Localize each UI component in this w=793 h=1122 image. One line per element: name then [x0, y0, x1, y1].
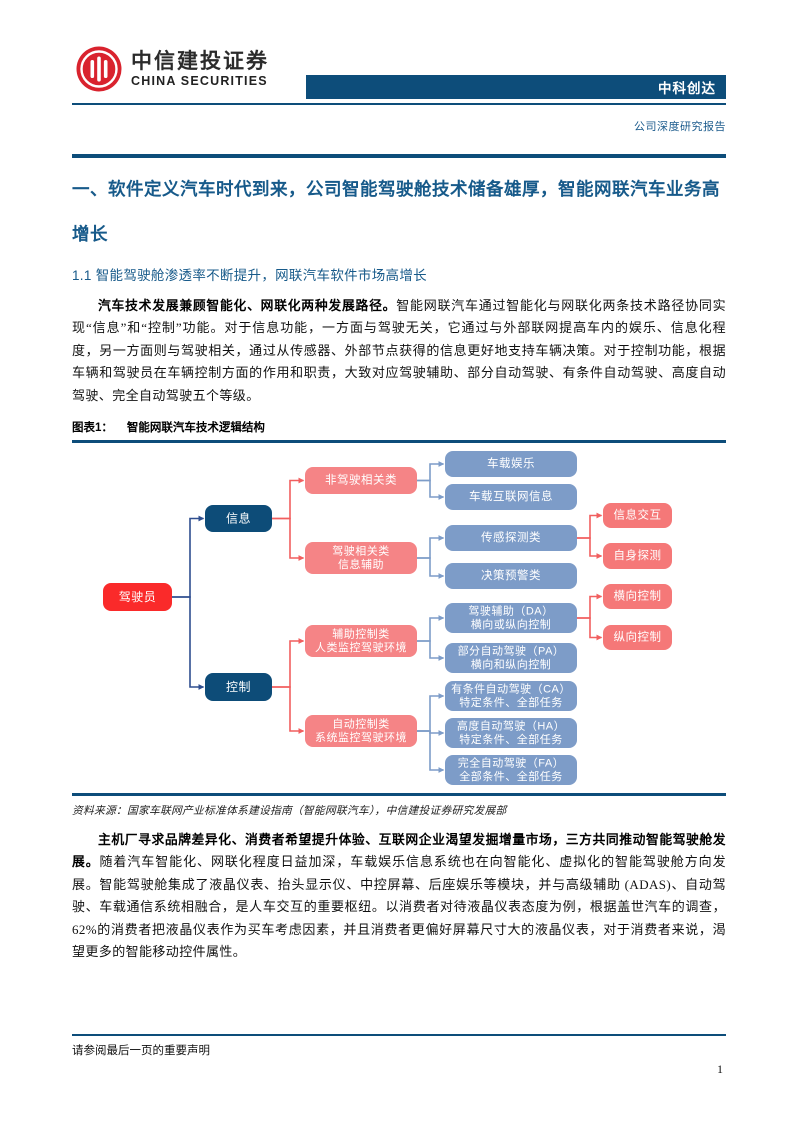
stock-name-bar: 中科创达: [306, 75, 726, 99]
svg-text:横向控制: 横向控制: [614, 589, 662, 603]
edge-driver-ctrl: [172, 596, 205, 691]
paragraph-1-lead: 汽车技术发展兼顾智能化、网联化两种发展路径。: [98, 298, 397, 313]
edge-ctrl-au: [272, 686, 305, 735]
footer-rule: [72, 1034, 726, 1036]
diagram-node-lon: 纵向控制: [603, 625, 672, 651]
figure-top-rule: [72, 440, 726, 444]
svg-text:全部条件、全部任务: 全部条件、全部任务: [459, 769, 563, 783]
svg-text:横向和纵向控制: 横向和纵向控制: [471, 657, 552, 671]
svg-text:有条件自动驾驶（CA）: 有条件自动驾驶（CA）: [451, 682, 571, 696]
svg-text:驾驶员: 驾驶员: [119, 589, 157, 604]
svg-text:非驾驶相关类: 非驾驶相关类: [325, 473, 397, 487]
diagram-node-ha: 高度自动驾驶（HA）特定条件、全部任务: [445, 718, 577, 749]
diagram-node-dec: 决策预警类: [445, 563, 577, 590]
svg-text:高度自动驾驶（HA）: 高度自动驾驶（HA）: [457, 719, 565, 733]
edge-au-ca: [417, 693, 445, 732]
paragraph-2-body: 随着汽车智能化、网联化程度日益加深，车载娱乐信息系统也在向智能化、虚拟化的智能驾…: [72, 854, 726, 960]
figure-caption-title: 智能网联汽车技术逻辑结构: [126, 422, 265, 435]
diagram-node-ent: 车载娱乐: [445, 451, 577, 478]
svg-text:特定条件、全部任务: 特定条件、全部任务: [459, 732, 563, 746]
report-type-label: 公司深度研究报告: [634, 121, 726, 133]
citic-logo-icon: [76, 46, 122, 92]
page-number: 1: [717, 1062, 723, 1076]
diagram-node-info: 信息: [205, 505, 272, 533]
svg-text:横向或纵向控制: 横向或纵向控制: [471, 617, 552, 631]
diagram-node-da: 驾驶辅助（DA）横向或纵向控制: [445, 603, 577, 634]
diagram-node-nd: 非驾驶相关类: [305, 467, 417, 495]
figure-caption-label: 图表1：: [72, 422, 113, 435]
diagram-node-ix: 信息交互: [603, 503, 672, 529]
diagram-node-sd: 自身探测: [603, 543, 672, 570]
svg-text:车载娱乐: 车载娱乐: [487, 456, 535, 470]
paragraph-2-lead: 主机厂寻求品牌差异化、消费者希望提升体验、互联网企业渴望发掘增量市场，三方共同推…: [72, 832, 726, 870]
diagram-node-fa: 完全自动驾驶（FA）全部条件、全部任务: [445, 755, 577, 786]
diagram-node-pa: 部分自动驾驶（PA）横向和纵向控制: [445, 643, 577, 674]
diagram-node-lat: 横向控制: [603, 584, 672, 610]
edge-nd-net: [417, 479, 445, 501]
svg-text:自动控制类: 自动控制类: [332, 717, 390, 731]
section-title: 一、软件定义汽车时代到来，公司智能驾驶舱技术储备雄厚，智能网联汽车业务高增长: [72, 179, 720, 244]
diagram-node-net: 车载互联网信息: [445, 484, 577, 511]
figure-diagram: 驾驶员信息控制非驾驶相关类驾驶相关类信息辅助辅助控制类人类监控驾驶环境自动控制类…: [103, 451, 672, 786]
paragraph-2: 主机厂寻求品牌差异化、消费者希望提升体验、互联网企业渴望发掘增量市场，三方共同推…: [72, 829, 726, 963]
section-rule: [72, 154, 726, 158]
svg-text:信息交互: 信息交互: [614, 508, 662, 522]
svg-text:部分自动驾驶（PA）: 部分自动驾驶（PA）: [458, 644, 565, 658]
svg-text:驾驶相关类: 驾驶相关类: [332, 544, 390, 558]
edge-ac-da: [417, 615, 445, 642]
svg-text:传感探测类: 传感探测类: [481, 530, 541, 544]
subsection-title: 1.1 智能驾驶舱渗透率不断提升，网联汽车软件市场高增长: [72, 268, 427, 283]
svg-text:车载互联网信息: 车载互联网信息: [469, 489, 553, 503]
edge-nd-ent: [417, 461, 445, 482]
svg-text:辅助控制类: 辅助控制类: [332, 627, 390, 641]
edge-da-lat: [577, 593, 603, 619]
svg-text:信息辅助: 信息辅助: [338, 557, 384, 571]
edge-sens-sd: [577, 537, 603, 560]
edge-driver-info: [172, 515, 205, 598]
figure-bottom-rule: [72, 793, 726, 797]
footer-disclaimer: 请参阅最后一页的重要声明: [72, 1045, 210, 1057]
brand-logo: 中信建投证券 CHINA SECURITIES: [76, 46, 269, 92]
edge-dr-dec: [417, 557, 445, 580]
figure-source: 资料来源：国家车联网产业标准体系建设指南（智能网联汽车），中信建投证券研究发展部: [72, 805, 507, 818]
svg-text:驾驶辅助（DA）: 驾驶辅助（DA）: [468, 604, 553, 618]
svg-text:完全自动驾驶（FA）: 完全自动驾驶（FA）: [458, 756, 564, 770]
edge-sens-ix: [577, 512, 603, 539]
edge-ctrl-ac: [272, 638, 305, 688]
svg-text:人类监控驾驶环境: 人类监控驾驶环境: [315, 640, 407, 654]
svg-text:系统监控驾驶环境: 系统监控驾驶环境: [315, 730, 407, 744]
diagram-node-sens: 传感探测类: [445, 525, 577, 552]
main-content: 一、软件定义汽车时代到来，公司智能驾驶舱技术储备雄厚，智能网联汽车业务高增长 1…: [72, 154, 726, 963]
svg-text:纵向控制: 纵向控制: [614, 630, 662, 644]
edge-au-fa: [417, 730, 445, 774]
svg-text:控制: 控制: [226, 680, 251, 694]
figure-caption: 图表1： 智能网联汽车技术逻辑结构: [72, 419, 726, 435]
diagram-node-ctrl: 控制: [205, 673, 272, 702]
svg-text:特定条件、全部任务: 特定条件、全部任务: [459, 695, 563, 709]
svg-text:决策预警类: 决策预警类: [481, 568, 541, 582]
edge-ac-pa: [417, 640, 445, 662]
header-divider: [72, 103, 726, 105]
edge-dr-sens: [417, 535, 445, 559]
diagram-node-driver: 驾驶员: [103, 583, 172, 612]
edge-da-lon: [577, 617, 603, 641]
paragraph-1: 汽车技术发展兼顾智能化、网联化两种发展路径。智能网联汽车通过智能化与网联化两条技…: [72, 295, 726, 407]
brand-name: 中信建投证券: [131, 49, 269, 73]
paragraph-1-body: 智能网联汽车通过智能化与网联化两条技术路径协同实现“信息”和“控制”功能。对于信…: [72, 298, 726, 403]
svg-text:自身探测: 自身探测: [614, 548, 662, 562]
brand-subtitle: CHINA SECURITIES: [131, 74, 268, 89]
edge-info-dr: [272, 517, 305, 562]
svg-text:信息: 信息: [226, 511, 251, 526]
edge-info-nd: [272, 477, 305, 520]
diagram-node-ca: 有条件自动驾驶（CA）特定条件、全部任务: [445, 681, 577, 712]
stock-name: 中科创达: [658, 81, 716, 96]
